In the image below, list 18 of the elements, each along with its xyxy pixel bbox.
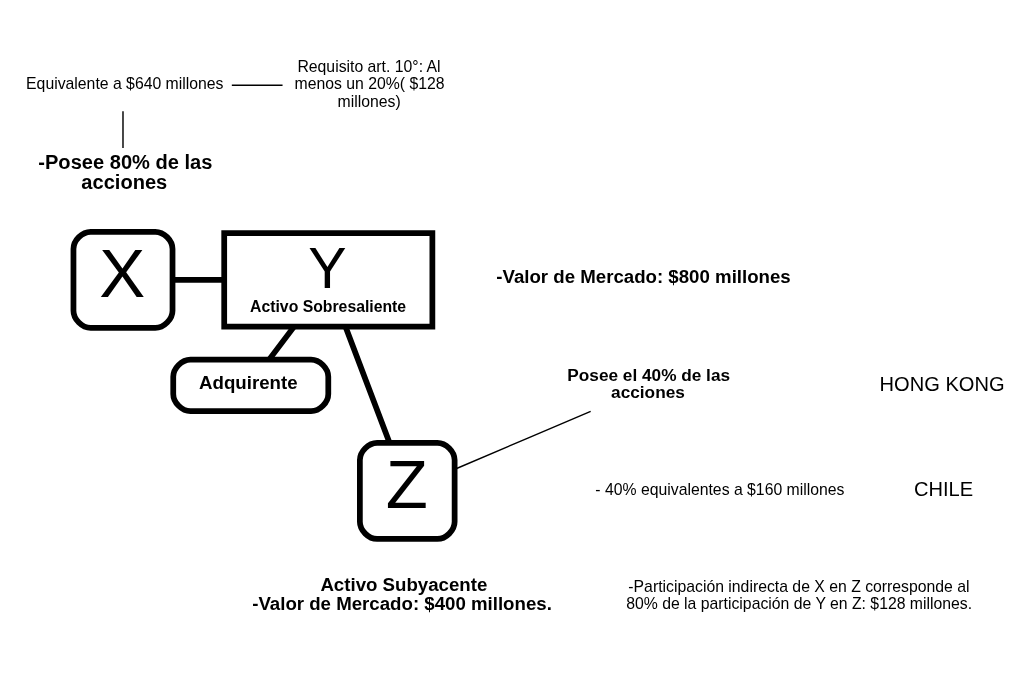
node-box: Z xyxy=(357,439,458,542)
node-box: X xyxy=(70,228,176,331)
node-label: Activo Subyacente xyxy=(320,573,488,595)
label: CHILE xyxy=(914,477,974,500)
connector xyxy=(172,276,224,283)
connector xyxy=(231,84,284,86)
label: -Participación indirecta de X en Z corresponde al 80% de la participación de Y en Z: $128 millones. xyxy=(626,577,973,612)
connector xyxy=(122,110,124,149)
node-label: -Valor de Mercado: $800 millones xyxy=(496,265,791,287)
connector xyxy=(454,410,592,470)
node-text: Equivalente a $640 millones xyxy=(26,74,224,92)
node-text: -Posee 80% de las acciones xyxy=(38,150,213,193)
node-text: Posee el 40% de las acciones xyxy=(567,364,731,402)
label: HONG KONG xyxy=(879,372,1005,395)
label: - 40% equivalentes a $160 millones xyxy=(595,480,845,498)
node-box: Adquirente xyxy=(170,356,332,414)
node-text: Requisito art. 10°: Al menos un 20%( $128 millones) xyxy=(294,57,445,110)
node-box: Y Activo Sobresaliente xyxy=(221,229,436,329)
